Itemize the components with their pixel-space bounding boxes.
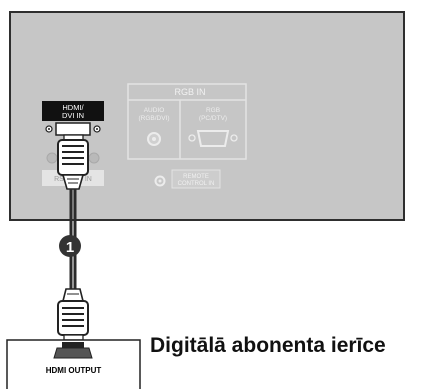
set-top-box bbox=[6, 339, 141, 389]
audio-jack bbox=[147, 132, 161, 146]
hdmi-plug-tv bbox=[57, 134, 89, 190]
step-marker-number: 1 bbox=[66, 239, 74, 256]
device-hdmi-port bbox=[53, 342, 93, 359]
hdmi-port bbox=[45, 122, 101, 136]
remote-label-block bbox=[171, 169, 221, 189]
rgb-label-line2: (PC/DTV) bbox=[199, 115, 227, 122]
hdmi-label-block bbox=[42, 101, 104, 121]
audio-label-line1: AUDIO bbox=[144, 107, 165, 114]
hdmi-output-label: HDMI OUTPUT bbox=[45, 366, 102, 375]
remote-label-line1: REMOTE bbox=[183, 174, 209, 180]
hdmi-label-line2: DVI IN bbox=[62, 111, 84, 120]
hdmi-label-line1: HDMI/ bbox=[62, 103, 84, 112]
remote-label-line2: CONTROL IN bbox=[178, 181, 215, 187]
rgb-label-line1: RGB bbox=[206, 107, 220, 114]
rgb-in-group bbox=[127, 83, 247, 160]
rgb-in-label: RGB IN bbox=[174, 87, 205, 97]
remote-control-jack bbox=[154, 175, 166, 187]
step-marker bbox=[59, 235, 81, 257]
rgb-dsub-port bbox=[188, 130, 238, 147]
audio-label-line2: (RGB/DVI) bbox=[138, 115, 169, 122]
device-caption: Digitālā abonenta ierīce bbox=[150, 334, 386, 357]
hdmi-plug-device bbox=[57, 288, 89, 341]
